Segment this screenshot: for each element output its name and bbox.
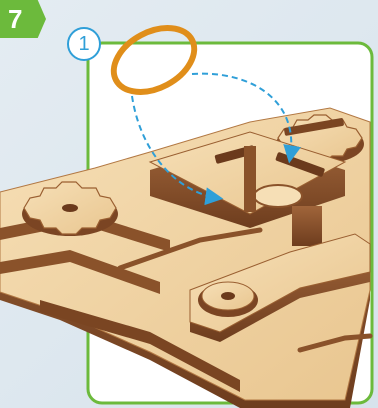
step-number-badge: 7: [0, 0, 46, 38]
lever-pivot-hole: [221, 292, 235, 300]
wooden-mechanism: [0, 108, 370, 408]
center-tower: [292, 206, 322, 246]
center-peg-hole: [254, 185, 302, 207]
callout-number-circle: 1: [67, 27, 101, 61]
center-divider: [244, 146, 256, 212]
